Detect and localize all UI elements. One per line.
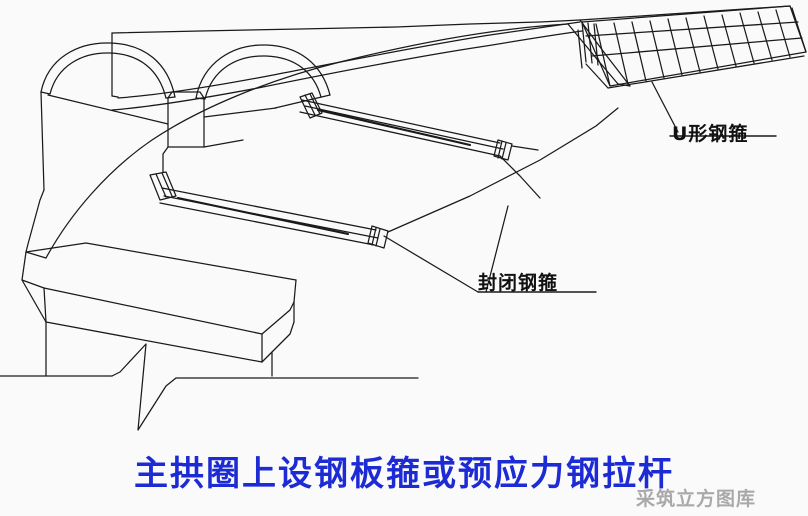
u-hoop-hatched-plate <box>577 5 807 89</box>
spandrel-pier <box>162 91 244 173</box>
spandrel-arch-right <box>195 44 331 100</box>
leader-line-closed-hoop <box>383 205 597 293</box>
watermark: 采筑立方图库 <box>636 488 757 510</box>
figure-caption: 主拱圈上设钢板箍或预应力钢拉杆 <box>134 454 674 494</box>
ground-break-line <box>0 343 419 431</box>
arch-left-haunch <box>25 189 47 259</box>
main-arch-surface-line <box>111 30 583 111</box>
main-arch-intrados <box>45 23 569 259</box>
annotation-label-u-hoop: U形钢箍 <box>672 123 749 145</box>
annotation-label-closed-hoop: 封闭钢箍 <box>478 272 559 294</box>
abutment-stem <box>45 321 273 377</box>
spandrel-fill-left <box>40 91 169 191</box>
main-arch-extrados <box>117 21 581 99</box>
leader-line-u-hoop <box>651 81 777 137</box>
steel-band-upper <box>299 92 539 161</box>
steel-band-lower <box>149 171 389 249</box>
arch-underside-right <box>387 107 619 233</box>
abutment-block <box>21 242 297 363</box>
spandrel-arch-left <box>40 42 176 99</box>
line-work-group <box>0 5 807 431</box>
